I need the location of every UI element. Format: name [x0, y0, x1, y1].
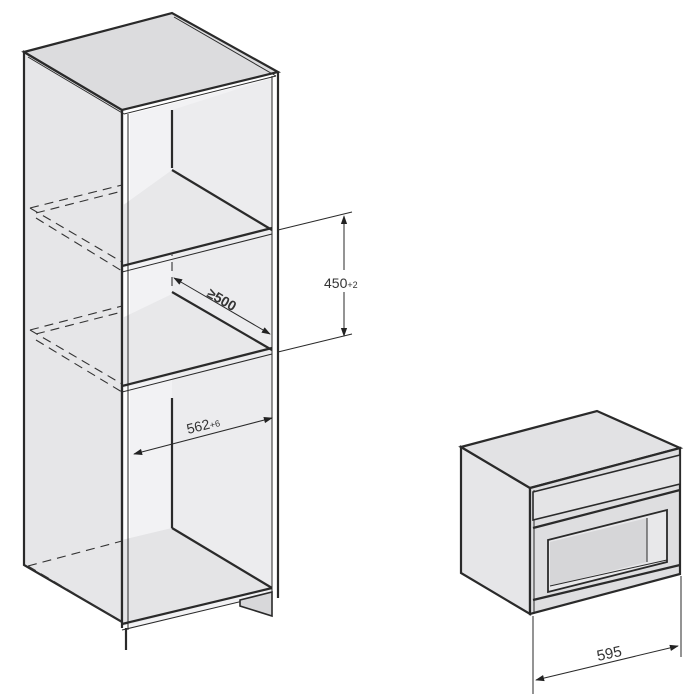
cabinet-left-side-panel	[22, 50, 124, 624]
tall-cabinet: 450+2 ≥500 562+6	[21, 11, 364, 650]
niche-width-dimension: 562+6	[133, 413, 273, 456]
cabinet-bottom-shelf	[122, 528, 272, 626]
upper-niche-shelf	[122, 170, 272, 268]
appliance-width-value: 595	[595, 643, 623, 665]
niche-height-value: 450	[324, 275, 348, 291]
niche-height-tolerance: +2	[347, 280, 357, 290]
svg-text:450+2: 450+2	[324, 275, 358, 291]
svg-text:562+6: 562+6	[185, 413, 221, 437]
niche-height-dimension: 450+2	[277, 211, 364, 353]
niche-width-value: 562	[185, 416, 212, 437]
appliance: 595	[458, 409, 684, 694]
niche-width-tolerance: +6	[209, 418, 221, 430]
lower-niche-shelf	[122, 294, 272, 388]
appliance-control-strip	[532, 453, 681, 522]
appliance-width-dimension: 595	[532, 576, 682, 694]
